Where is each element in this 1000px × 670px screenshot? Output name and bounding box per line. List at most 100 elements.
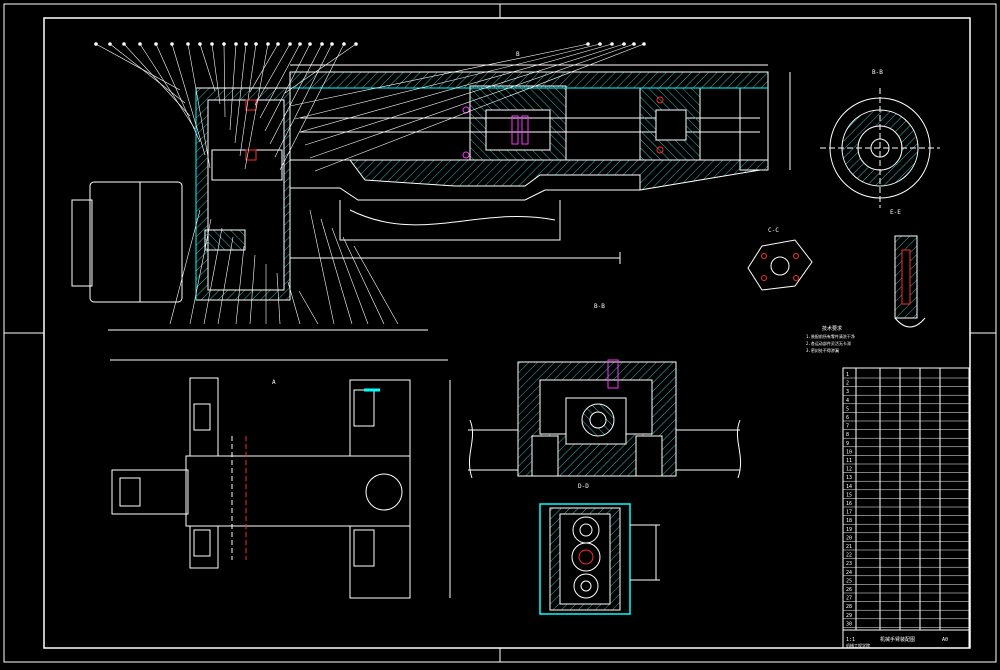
parts-row-number: 21: [846, 544, 852, 550]
leader-line: [294, 43, 601, 120]
title-block-school: 机械工程学院: [846, 642, 870, 648]
parts-row-number: 9: [846, 441, 849, 447]
leader-line: [223, 43, 226, 118]
leader-line: [279, 43, 345, 171]
leader-line: [203, 227, 223, 325]
leader-line: [234, 43, 247, 144]
balloon-dot: [598, 42, 602, 46]
parts-row-number: 5: [846, 406, 849, 412]
parts-row-number: 19: [846, 527, 852, 533]
parts-row-number: 28: [846, 604, 852, 610]
gear-train-view: [539, 503, 660, 615]
flange-view: [747, 239, 813, 291]
parts-row-number: 29: [846, 613, 852, 619]
balloon-dot: [610, 42, 614, 46]
leader-line: [259, 43, 301, 119]
leader-line: [217, 236, 234, 325]
parts-row-number: 20: [846, 535, 852, 541]
drawing-frame: [3, 3, 997, 663]
leader-line: [289, 43, 589, 107]
leader-line: [309, 43, 635, 159]
section-label-view-d: D-D: [578, 483, 589, 490]
section-label-view-e: E-E: [890, 209, 901, 216]
parts-row-number: 30: [846, 621, 852, 627]
leader-line: [353, 245, 399, 325]
section-labels: B-B C-C B-B D-D E-E A B: [272, 51, 901, 490]
balloon-dot: [642, 42, 646, 46]
balloon-dot: [320, 42, 324, 46]
section-label-view-b: C-C: [768, 227, 779, 234]
circular-section-view: [820, 88, 940, 208]
balloon-dot: [632, 42, 636, 46]
balloon-dot: [108, 42, 112, 46]
leader-line: [235, 245, 245, 325]
balloon-dot: [138, 42, 142, 46]
leader-line: [298, 290, 319, 325]
leader-line: [123, 43, 191, 117]
section-label-bottom-a: A: [272, 379, 276, 386]
balloon-dot: [254, 42, 258, 46]
balloon-dot: [276, 42, 280, 46]
tech-notes-header: 技术要求: [822, 325, 842, 332]
parts-row-number: 13: [846, 475, 852, 481]
leader-lines-top: [94, 42, 646, 172]
leader-line: [276, 272, 281, 325]
balloon-dot: [244, 42, 248, 46]
detail-view: [894, 235, 926, 328]
leader-line: [95, 43, 181, 91]
balloon-dot: [198, 42, 202, 46]
leader-line: [244, 43, 269, 170]
leader-line: [342, 236, 385, 325]
leader-line: [274, 43, 333, 158]
section-label-view-c: B-B: [594, 303, 605, 310]
tech-note-line-3: 3.密封处不得渗漏: [806, 347, 839, 353]
leader-line: [189, 218, 212, 325]
leader-line: [169, 209, 201, 325]
leader-line: [299, 43, 613, 133]
tech-note-line-2: 2.各运动部件灵活无卡滞: [806, 340, 851, 346]
leader-line: [314, 43, 645, 172]
leader-line: [229, 43, 237, 131]
balloon-dot: [342, 42, 346, 46]
balloon-dot: [354, 42, 358, 46]
leader-line: [239, 43, 257, 157]
title-block: 机械手臂装配图 1:1 A0 机械工程学院: [846, 636, 948, 648]
parts-row-number: 26: [846, 587, 852, 593]
leader-line: [269, 43, 323, 145]
leader-line: [264, 43, 311, 132]
tech-notes: 技术要求 1.装配前所有零件清洗干净 2.各运动部件灵活无卡滞 3.密封处不得渗…: [806, 325, 855, 353]
leader-line: [249, 254, 256, 325]
parts-row-number: 1: [846, 372, 849, 378]
section-label-top-mid: B: [516, 51, 520, 58]
title-block-scale: 1:1: [846, 637, 855, 643]
leader-line: [187, 43, 211, 169]
leader-line: [304, 43, 625, 146]
parts-row-number: 6: [846, 415, 849, 421]
leader-line: [139, 43, 196, 130]
balloon-dot: [222, 42, 226, 46]
balloon-dot: [122, 42, 126, 46]
leader-line: [331, 227, 369, 325]
leader-line: [171, 43, 206, 156]
tech-note-line-1: 1.装配前所有零件清洗干净: [806, 333, 855, 339]
parts-list-rows: 1234567891011121314151617181920212223242…: [843, 372, 969, 628]
parts-row-number: 17: [846, 510, 852, 516]
balloon-dot: [622, 42, 626, 46]
parts-row-number: 14: [846, 484, 852, 490]
main-section-view: [71, 64, 791, 331]
front-section-view: [468, 359, 742, 479]
balloon-dot: [154, 42, 158, 46]
parts-row-number: 2: [846, 381, 849, 387]
parts-row-number: 16: [846, 501, 852, 507]
leader-line: [287, 281, 301, 325]
parts-row-number: 18: [846, 518, 852, 524]
parts-row-number: 27: [846, 596, 852, 602]
parts-row-number: 7: [846, 424, 849, 430]
title-block-sheet: A0: [942, 637, 948, 643]
parts-list-table: [842, 367, 970, 649]
parts-row-number: 15: [846, 492, 852, 498]
parts-row-number: 10: [846, 449, 852, 455]
leader-line: [284, 43, 357, 94]
balloon-dot: [298, 42, 302, 46]
